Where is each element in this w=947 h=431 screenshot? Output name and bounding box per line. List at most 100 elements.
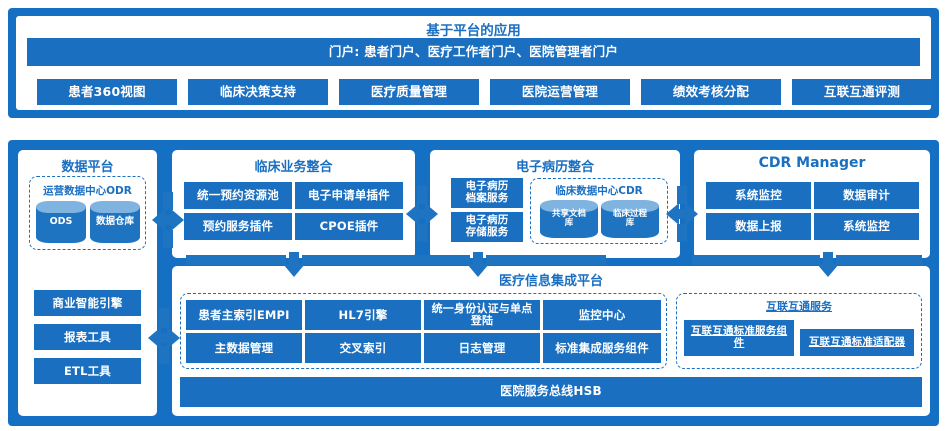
portal-bar[interactable]: 门户: 患者门户、医疗工作者门户、医院管理者门户 [27, 38, 920, 66]
data-platform-title: 数据平台 [61, 160, 114, 175]
bi-engine-button[interactable]: 商业智能引擎 [34, 290, 141, 316]
connector-dataplatform-clinical [152, 192, 184, 248]
clinical-item-3[interactable]: CPOE插件 [295, 213, 403, 240]
connector-bar-left [402, 255, 470, 265]
connector-bar-mid [161, 215, 175, 225]
emr-integration-title: 电子病历整合 [515, 160, 594, 175]
clinical-integration-title: 临床业务整合 [254, 160, 333, 175]
cdr-title: 临床数据中心CDR [555, 185, 643, 197]
connector-bar-right [486, 255, 606, 265]
connector-arrow-right [425, 203, 438, 225]
ods-label: ODS [49, 216, 73, 228]
integration-core-item-3[interactable]: 监控中心 [543, 300, 661, 330]
odr-group [29, 176, 146, 250]
connector-tools-integration [148, 308, 180, 364]
clinical-process-repo-line-1: 库 [625, 218, 635, 228]
integration-core-item-4[interactable]: 主数据管理 [186, 333, 302, 363]
integration-core-item-1[interactable]: HL7引擎 [305, 300, 421, 330]
ods-cylinder: ODS [36, 201, 86, 243]
cdr-manager-title: CDR Manager [758, 155, 866, 171]
connector-arrow-left [148, 327, 161, 349]
integration-core-group [180, 293, 667, 369]
integration-core-item-2-line-0: 统一身份认证与单点 [431, 301, 533, 315]
clinical-item-1[interactable]: 电子申请单插件 [295, 182, 403, 209]
emr-archive-service-line-0: 电子病历 [465, 180, 509, 193]
data-warehouse-label: 数据仓库 [95, 216, 134, 228]
emr-archive-service-line-1: 档案服务 [465, 192, 509, 204]
connector-arrow-left [152, 209, 165, 231]
connector-bar-bottom [417, 224, 427, 242]
shared-doc-repo-cylinder: 共享文档 库 [540, 200, 598, 238]
shared-doc-repo-line-1: 库 [564, 218, 574, 228]
integration-core-item-6[interactable]: 日志管理 [424, 333, 540, 363]
app-button-1[interactable]: 临床决策支持 [188, 79, 328, 105]
connector-clinical-down [186, 252, 402, 282]
integration-core-item-0[interactable]: 患者主索引EMPI [186, 300, 302, 330]
interop-group [676, 293, 922, 369]
clinical-item-2[interactable]: 预约服务插件 [184, 213, 292, 240]
interop-item-0[interactable]: 互联互通标准服务组 件 [684, 320, 794, 356]
integration-core-item-7[interactable]: 标准集成服务组件 [543, 333, 661, 363]
etl-tool-button[interactable]: ETL工具 [34, 358, 141, 384]
ods-cylinder-top [36, 201, 86, 213]
cdr-manager-item-3[interactable]: 系统监控 [814, 213, 919, 240]
connector-bar-stem [473, 252, 483, 268]
connector-arrow-left [406, 203, 419, 225]
clinical-process-repo-label: 临床过程 库 [601, 200, 659, 238]
connector-arrow-right [171, 209, 184, 231]
connector-arrow-down [467, 264, 489, 277]
connector-bar-mid [157, 333, 171, 343]
shared-doc-repo-label: 共享文档 库 [540, 200, 598, 238]
connector-bar-top [677, 186, 687, 204]
connector-bar-bottom [163, 230, 173, 248]
cdr-manager-item-1[interactable]: 数据审计 [814, 182, 919, 209]
integration-core-item-2[interactable]: 统一身份认证与单点 登陆 [424, 300, 540, 330]
connector-bar-mid [415, 209, 429, 219]
app-button-2[interactable]: 医疗质量管理 [339, 79, 479, 105]
integration-core-item-5[interactable]: 交叉索引 [305, 333, 421, 363]
connector-bar-top [159, 308, 169, 328]
connector-arrow-down [283, 264, 305, 277]
clinical-process-repo-line-0: 临床过程 [612, 209, 647, 220]
data-warehouse-cylinder-top [90, 201, 140, 213]
connector-bar-left [692, 255, 820, 265]
connector-bar-left [186, 255, 286, 265]
connector-emr-down [402, 252, 606, 282]
connector-bar-bottom [159, 346, 169, 364]
odr-title: 运营数据中心ODR [43, 185, 132, 197]
report-tool-button[interactable]: 报表工具 [34, 324, 141, 350]
emr-archive-service[interactable]: 电子病历 档案服务 [451, 178, 523, 208]
data-warehouse-cylinder: 数据仓库 [90, 201, 140, 243]
hospital-service-bus[interactable]: 医院服务总线HSB [180, 377, 922, 407]
clinical-process-repo-cylinder: 临床过程 库 [601, 200, 659, 238]
connector-bar-right [302, 255, 402, 265]
connector-cdrmanager-down [692, 252, 922, 282]
connector-bar-top [417, 186, 427, 204]
interop-item-0-line-0: 互联互通标准服务组 [690, 325, 788, 338]
app-button-4[interactable]: 绩效考核分配 [641, 79, 781, 105]
connector-bar-top [163, 192, 173, 210]
interop-item-1[interactable]: 互联互通标准适配器 [800, 329, 914, 356]
interop-title: 互联互通服务 [766, 300, 832, 313]
app-button-5[interactable]: 互联互通评测 [792, 79, 932, 105]
connector-bar-bottom [677, 224, 687, 242]
shared-doc-repo-cylinder-top [540, 200, 598, 212]
connector-arrow-right [167, 327, 180, 349]
connector-bar-mid [675, 209, 689, 219]
connector-arrow-down [817, 264, 839, 277]
interop-item-0-line-1: 件 [733, 337, 745, 349]
app-button-3[interactable]: 医院运营管理 [490, 79, 630, 105]
emr-storage-service[interactable]: 电子病历 存储服务 [451, 212, 523, 242]
emr-storage-service-line-1: 存储服务 [465, 226, 509, 238]
connector-bar-right [836, 255, 922, 265]
connector-emr-cdrmanager [666, 186, 698, 242]
cdr-manager-item-0[interactable]: 系统监控 [706, 182, 811, 209]
cdr-manager-item-2[interactable]: 数据上报 [706, 213, 811, 240]
clinical-item-0[interactable]: 统一预约资源池 [184, 182, 292, 209]
connector-bar-stem [823, 252, 833, 268]
emr-storage-service-line-0: 电子病历 [465, 214, 509, 227]
shared-doc-repo-line-0: 共享文档 [551, 209, 586, 220]
integration-core-item-2-line-1: 登陆 [470, 314, 494, 327]
app-button-0[interactable]: 患者360视图 [37, 79, 177, 105]
